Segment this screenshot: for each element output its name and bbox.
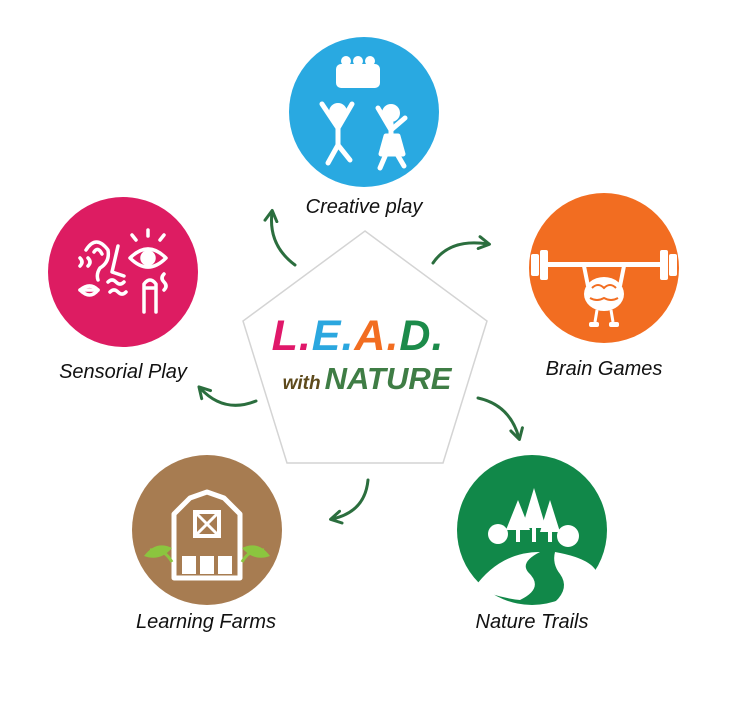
barn-icon: [144, 489, 270, 581]
logo-title: L.E.A.D.: [242, 312, 474, 360]
label-learning-farms: Learning Farms: [135, 611, 277, 633]
node-nature-trails: [457, 455, 607, 605]
logo-with-text: with: [282, 373, 321, 394]
arrow-to-sensory: [197, 385, 258, 407]
arrow-to-trails: [476, 396, 524, 441]
logo-nature-text: NATURE: [324, 361, 452, 396]
arrow-to-brain: [431, 235, 491, 265]
label-creative-play: Creative play: [305, 196, 423, 218]
arrow-to-creative: [263, 209, 297, 267]
brain-weightlifting-icon: [531, 250, 677, 327]
node-creative-play: [289, 37, 439, 187]
logo-letter-d: D.: [399, 312, 445, 360]
label-brain-games: Brain Games: [545, 358, 663, 380]
node-sensorial-play: [48, 197, 198, 347]
center-pentagon: [242, 230, 488, 464]
senses-icon: [78, 228, 168, 314]
label-nature-trails: Nature Trails: [475, 611, 589, 633]
node-brain-games: [529, 193, 679, 343]
trees-path-icon: [474, 488, 599, 602]
flow-arrows: [197, 209, 524, 525]
arrow-to-farms: [329, 478, 370, 525]
logo-letter-l: L.: [271, 312, 312, 360]
label-sensorial-play: Sensorial Play: [59, 361, 187, 383]
logo-letter-a: A.: [354, 312, 400, 360]
node-learning-farms: [132, 455, 282, 605]
logo-letter-e: E.: [311, 312, 355, 360]
children-blocks-icon: [319, 56, 408, 171]
